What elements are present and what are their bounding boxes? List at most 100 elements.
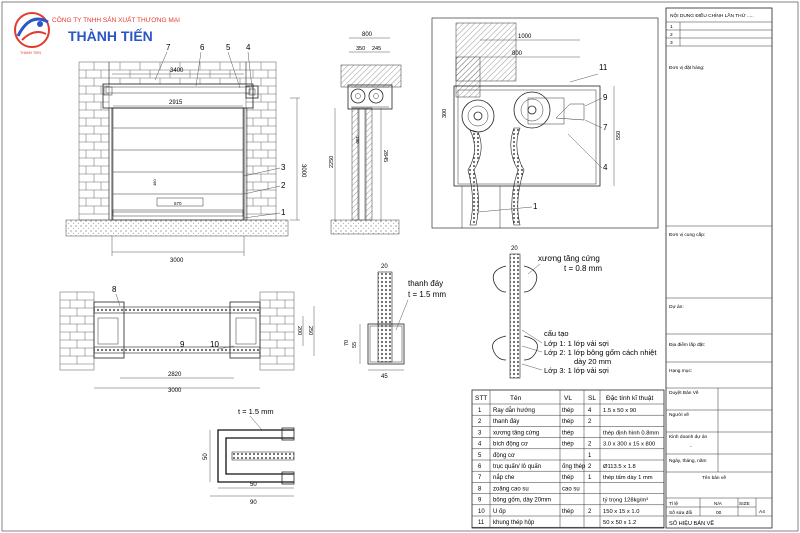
- ch-thickness: t = 1.5 mm: [238, 407, 274, 416]
- detail-callout-4: 4: [603, 163, 608, 172]
- dim-w1000: 1000: [518, 34, 532, 40]
- dim-plan-inner: 2820: [168, 372, 182, 378]
- table-cell: thép: [562, 430, 574, 436]
- tb-ratio-label: Tỉ lệ: [669, 500, 678, 507]
- title-block: NỘI DUNG ĐIỀU CHỈNH LẦN THỨ ..... 1 2 3 …: [665, 7, 773, 529]
- table-cell: thép: [562, 408, 574, 414]
- cd-structure-title: cấu tạo: [544, 329, 569, 338]
- table-cell: thép: [562, 419, 574, 425]
- detail-callout-11: 11: [599, 63, 608, 72]
- tb-ratio-value: N/A: [714, 501, 723, 507]
- table-cell: ống thép: [562, 464, 586, 470]
- channel-detail: t = 1.5 mm 50 50 90: [203, 407, 295, 506]
- table-cell: Ø113.5 x 1.8: [603, 464, 636, 470]
- table-cell: 150 x 15 x 1.0: [603, 509, 639, 515]
- bottom-bar-front: [112, 209, 244, 217]
- table-cell: thép tấm dày 1 mm: [603, 475, 653, 481]
- tb-sign-date: Ngày, tháng, năm: [669, 458, 707, 464]
- dim-plan-outer: 3000: [168, 388, 182, 394]
- bb-dim-55: 55: [352, 342, 358, 348]
- table-cell: 4: [478, 442, 482, 448]
- logo-tiny: THANH TIEN: [20, 51, 41, 55]
- table-cell: 1.5 x 50 x 90: [603, 408, 636, 414]
- tb-sign-dot: -: [690, 445, 692, 450]
- callout-4: 4: [246, 43, 251, 52]
- dim-h2250: 2250: [329, 156, 335, 168]
- table-cell: 10: [478, 509, 485, 515]
- pt-h-spec: Đặc tính kĩ thuật: [606, 395, 654, 402]
- callout-2: 2: [281, 181, 286, 190]
- table-cell: bông gốm, dày 20mm: [493, 498, 551, 504]
- table-cell: zoăng cao su: [493, 486, 529, 492]
- bb-dim-70: 70: [344, 340, 350, 346]
- table-cell: 6: [478, 464, 482, 470]
- tb-location: Địa điểm lắp đặt:: [669, 341, 705, 348]
- dim-h2845: 2845: [382, 150, 388, 162]
- curtain-detail: 20 xương tăng cứng t = 0.8 mm cấu tạo Lớ…: [492, 246, 657, 379]
- side-view: 800 350 245 2250 2845 180: [329, 32, 402, 235]
- dim-inner: 2915: [169, 100, 183, 106]
- tb-revision-header: NỘI DUNG ĐIỀU CHỈNH LẦN THỨ .....: [670, 12, 754, 19]
- ch-dim-w50: 50: [250, 482, 257, 488]
- ch-dim-w90: 90: [250, 500, 257, 506]
- front-view: 570 480 3400 2915 3000 3000 7 6 5 4 3 2: [65, 43, 306, 264]
- tb-rev-3: 3: [670, 40, 673, 46]
- dim-w245: 245: [372, 46, 381, 52]
- tb-edit-label: Số sửa đổi: [669, 509, 692, 516]
- plan-view: 2820 3000 200 250 8 9 10: [59, 285, 315, 394]
- table-cell: 1: [478, 408, 482, 414]
- tb-size-value: A4: [759, 509, 765, 515]
- table-cell: bích động cơ: [493, 442, 528, 448]
- ch-dim-h50: 50: [203, 453, 209, 460]
- detail-callout-7: 7: [603, 123, 608, 132]
- callout-3: 3: [281, 163, 286, 172]
- table-cell: U ốp: [493, 509, 506, 515]
- dim-panel: 570: [174, 201, 182, 206]
- tb-project: Dự án:: [669, 304, 684, 310]
- ground-side: [330, 219, 400, 235]
- dim-w800: 800: [362, 32, 373, 38]
- parts-table-header: STT Tên VL SL Đặc tính kĩ thuật: [475, 395, 654, 402]
- dim-w800-detail: 800: [512, 51, 523, 57]
- dim-h300: 300: [442, 109, 448, 118]
- dim-vert: 480: [152, 179, 157, 186]
- table-cell: 50 x 50 x 1.2: [603, 520, 636, 526]
- dim-plan-h250: 250: [307, 326, 313, 335]
- dim-w350: 350: [356, 46, 365, 52]
- pt-h-material: VL: [564, 395, 572, 402]
- cd-layer-3: Lớp 3: 1 lớp vải sợi: [544, 366, 609, 375]
- dim-h550: 550: [616, 131, 622, 140]
- table-cell: thép: [562, 509, 574, 515]
- detail-housing: [453, 85, 601, 187]
- brick-wall-left: [78, 61, 110, 221]
- table-cell: 1: [588, 475, 592, 481]
- table-cell: 2: [588, 464, 592, 470]
- table-cell: 3: [478, 430, 482, 436]
- tb-orderer: Đơn vị đặt hàng:: [669, 65, 704, 71]
- table-cell: trục quấn/ lô quấn: [493, 464, 541, 470]
- table-cell: tỷ trọng 128kg/m³: [603, 497, 648, 504]
- front-callouts: 7 6 5 4 3 2 1: [154, 43, 286, 219]
- callout-6: 6: [200, 43, 205, 52]
- table-cell: nắp che: [493, 474, 515, 481]
- table-cell: thanh đáy: [493, 419, 519, 425]
- detail-callout-9: 9: [603, 93, 608, 102]
- logo-brand: THÀNH TIẾN: [68, 28, 153, 44]
- table-cell: xương tăng cứng: [493, 430, 539, 436]
- cd-layer-1: Lớp 1: 1 lớp vải sợi: [544, 339, 609, 348]
- logo-company: CÔNG TY TNHH SẢN XUẤT THƯƠNG MẠI: [52, 14, 180, 24]
- dim-small: 180: [355, 136, 360, 144]
- tb-sign-drawer: Người vẽ: [669, 412, 689, 418]
- table-cell: 8: [478, 486, 482, 492]
